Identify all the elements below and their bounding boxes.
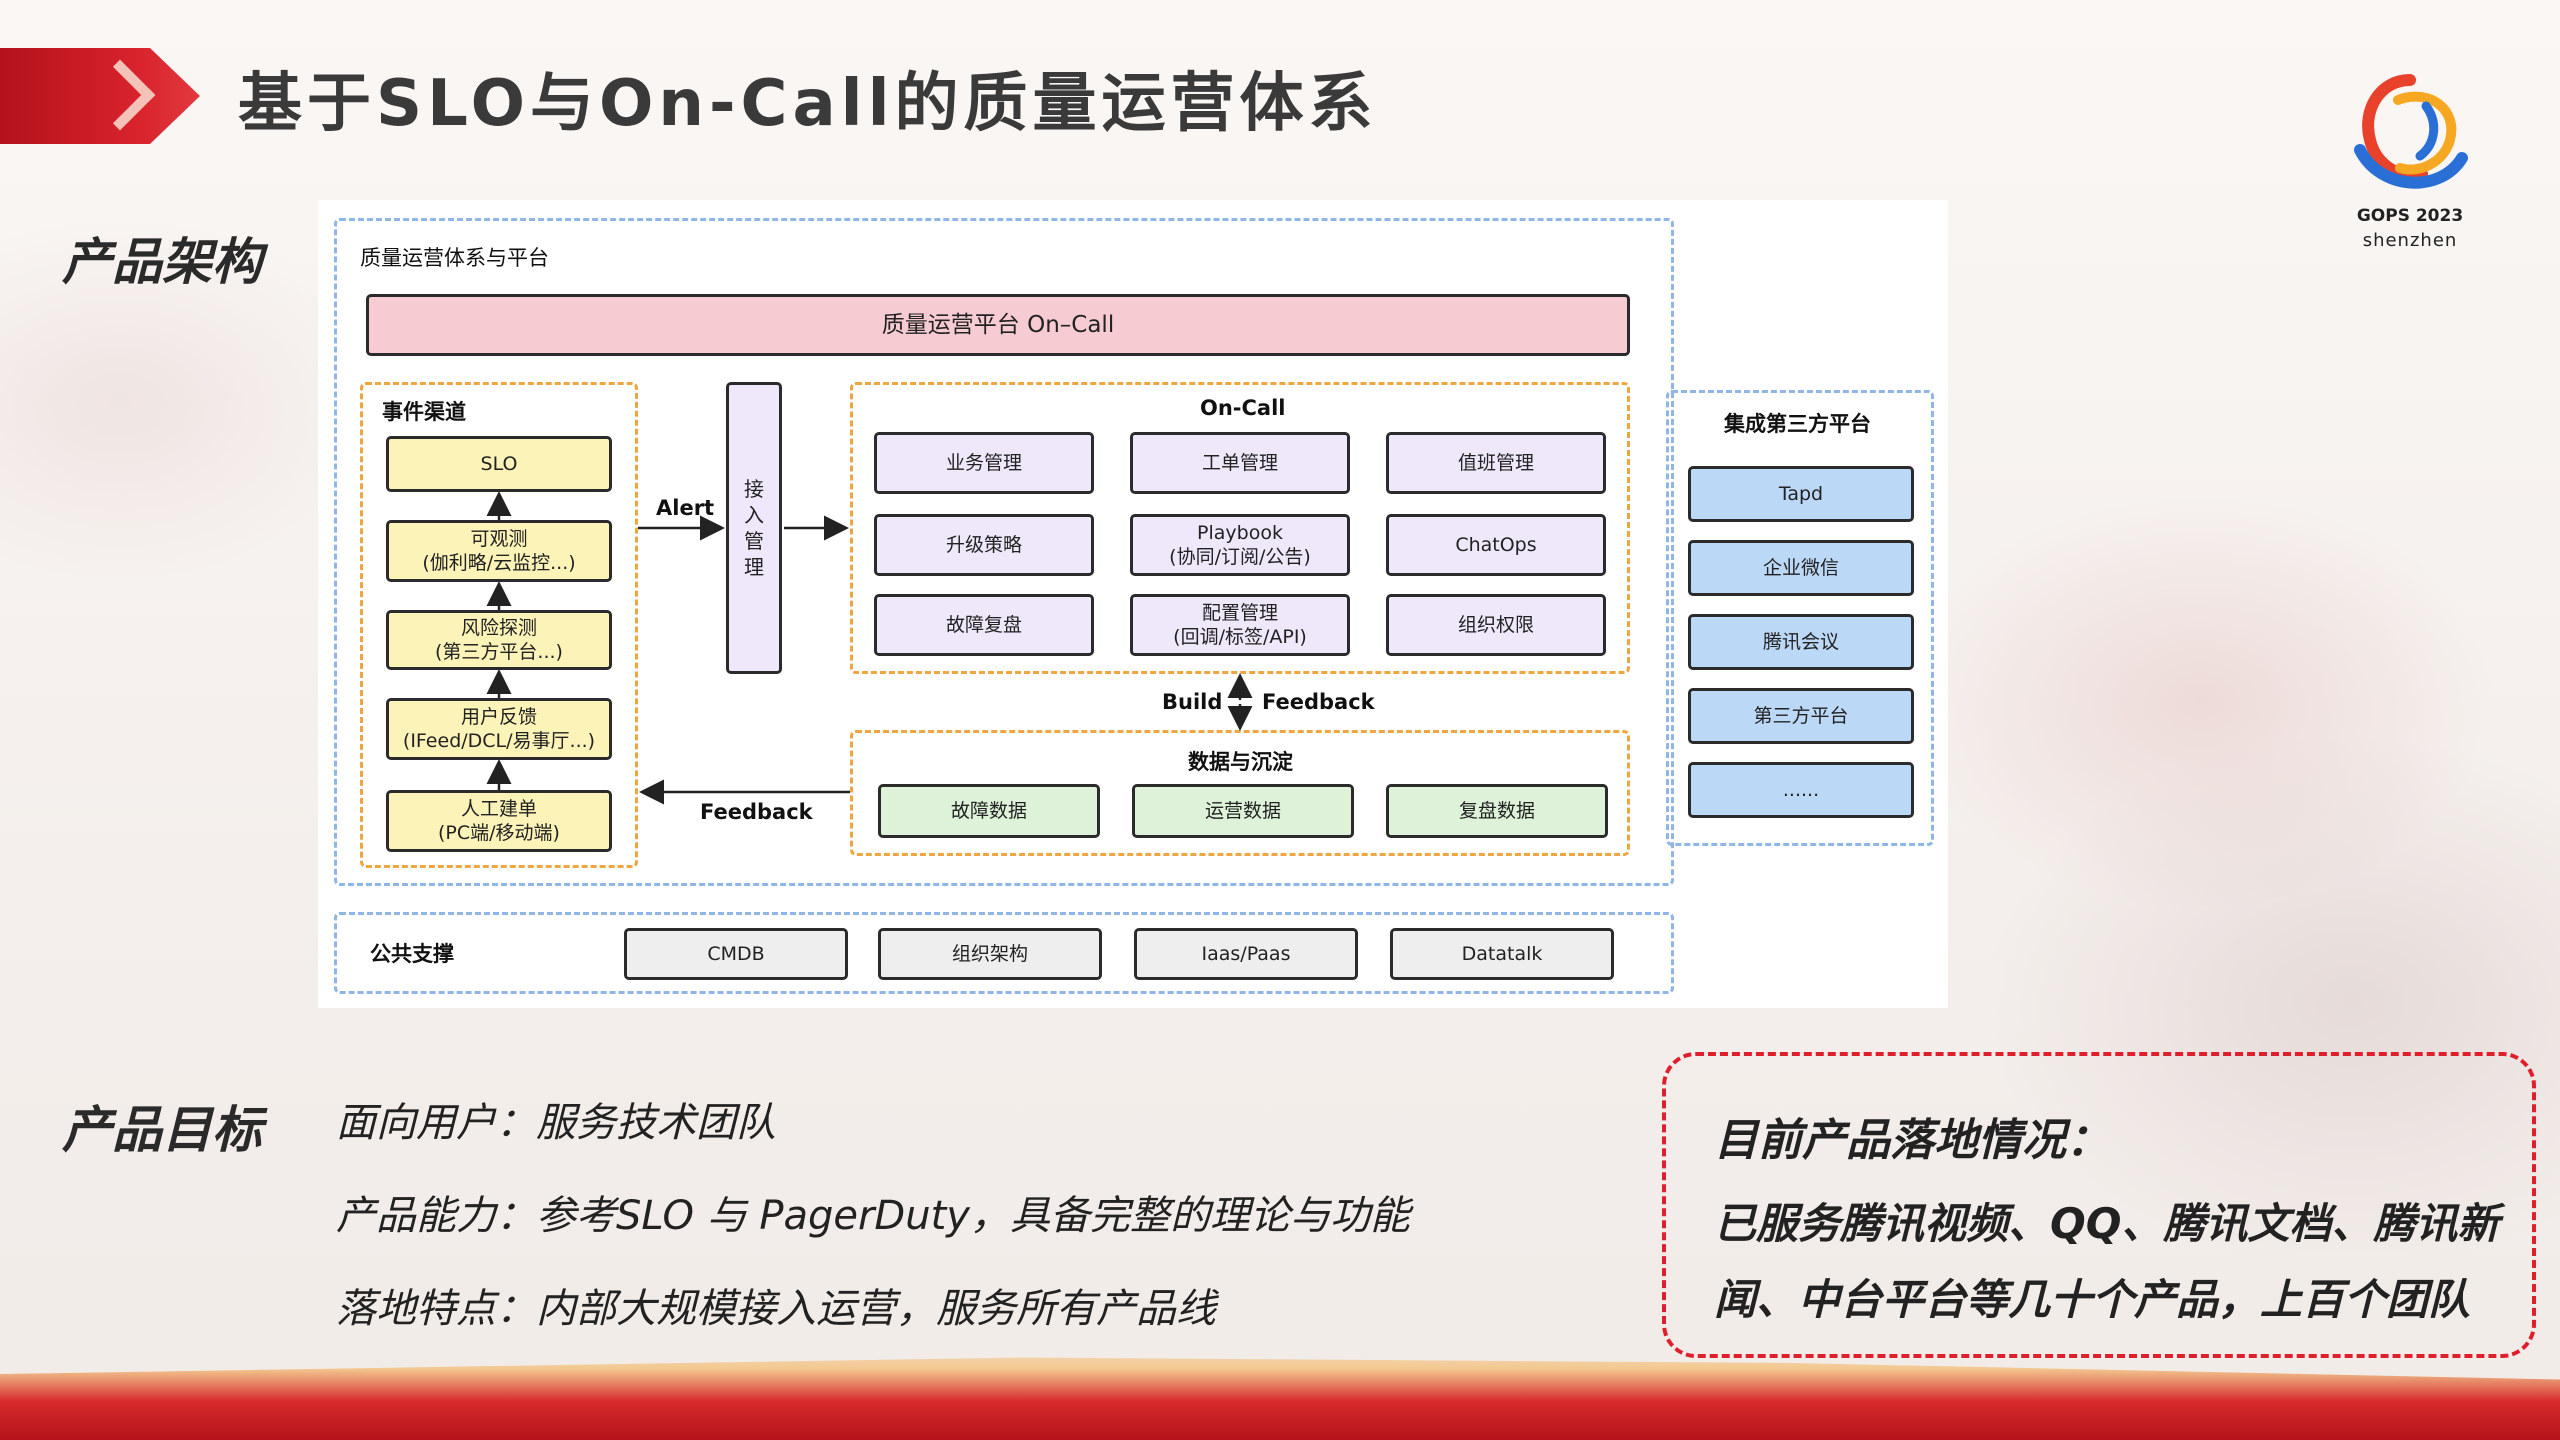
access-management: 接入管理 [726, 382, 782, 674]
alert-label: Alert [656, 496, 715, 520]
support-org-structure: 组织架构 [878, 928, 1102, 980]
page-title: 基于SLO与On-Call的质量运营体系 [238, 67, 1378, 141]
oncall-business-mgmt: 业务管理 [874, 432, 1094, 494]
goal-users: 面向用户：服务技术团队 [336, 1100, 776, 1146]
public-support-title: 公共支撑 [370, 942, 454, 966]
third-party-platform: 第三方平台 [1688, 688, 1914, 744]
data-group [850, 730, 1630, 856]
oncall-org-permission: 组织权限 [1386, 594, 1606, 656]
gops-emblem-icon [2354, 74, 2468, 189]
third-party-tencent-meeting: 腾讯会议 [1688, 614, 1914, 670]
channel-risk-detection: 风险探测 (第三方平台...) [386, 610, 612, 670]
quality-system-title: 质量运营体系与平台 [360, 246, 549, 270]
logo-text: GOPS 2023 [2356, 206, 2464, 226]
support-cmdb: CMDB [624, 928, 848, 980]
third-party-title: 集成第三方平台 [1724, 412, 1871, 436]
gops-logo: GOPS 2023 shenzhen [2340, 70, 2480, 251]
oncall-title: On-Call [1200, 396, 1286, 420]
channel-slo: SLO [386, 436, 612, 492]
feedback-label: Feedback [1262, 690, 1375, 714]
quality-system-frame [334, 218, 1674, 886]
architecture-label: 产品架构 [62, 233, 262, 291]
event-channels-group [360, 382, 638, 868]
architecture-diagram: 质量运营体系与平台 质量运营平台 On–Call 事件渠道 SLO 可观测 (伽… [318, 200, 1948, 1008]
oncall-ticket-mgmt: 工单管理 [1130, 432, 1350, 494]
status-body: 已服务腾讯视频、QQ、腾讯文档、腾讯新闻、中台平台等几十个产品，上百个团队 [1714, 1199, 2500, 1324]
data-incident: 故障数据 [878, 784, 1100, 838]
data-title: 数据与沉淀 [1188, 750, 1293, 774]
status-title: 目前产品落地情况： [1714, 1115, 2110, 1166]
footer-band [0, 1357, 2560, 1440]
goals-label: 产品目标 [62, 1101, 262, 1159]
platform-bar: 质量运营平台 On–Call [366, 294, 1630, 356]
channel-user-feedback: 用户反馈 (IFeed/DCL/易事厅...) [386, 698, 612, 760]
event-channels-title: 事件渠道 [382, 400, 466, 424]
channel-observability: 可观测 (伽利略/云监控...) [386, 520, 612, 582]
build-label: Build [1162, 690, 1223, 714]
oncall-chatops: ChatOps [1386, 514, 1606, 576]
oncall-postmortem: 故障复盘 [874, 594, 1094, 656]
public-support-group [334, 912, 1674, 994]
oncall-duty-mgmt: 值班管理 [1386, 432, 1606, 494]
support-iaas-paas: Iaas/Paas [1134, 928, 1358, 980]
goal-landing: 落地特点：内部大规模接入运营，服务所有产品线 [336, 1286, 1216, 1332]
support-datatalk: Datatalk [1390, 928, 1614, 980]
third-party-group [1666, 390, 1934, 846]
third-party-wecom: 企业微信 [1688, 540, 1914, 596]
third-party-more: ...... [1688, 762, 1914, 818]
third-party-tapd: Tapd [1688, 466, 1914, 522]
feedback-bottom-label: Feedback [700, 800, 813, 824]
oncall-escalation: 升级策略 [874, 514, 1094, 576]
goal-capability: 产品能力：参考SLO 与 PagerDuty，具备完整的理论与功能 [336, 1193, 1410, 1239]
channel-manual-ticket: 人工建单 (PC端/移动端) [386, 790, 612, 852]
oncall-group [850, 382, 1630, 674]
logo-subtext: shenzhen [2362, 230, 2458, 251]
data-postmortem: 复盘数据 [1386, 784, 1608, 838]
oncall-config-mgmt: 配置管理 (回调/标签/API) [1130, 594, 1350, 656]
oncall-playbook: Playbook (协同/订阅/公告) [1130, 514, 1350, 576]
status-callout: 目前产品落地情况： 已服务腾讯视频、QQ、腾讯文档、腾讯新闻、中台平台等几十个产… [1662, 1052, 2536, 1358]
data-operations: 运营数据 [1132, 784, 1354, 838]
